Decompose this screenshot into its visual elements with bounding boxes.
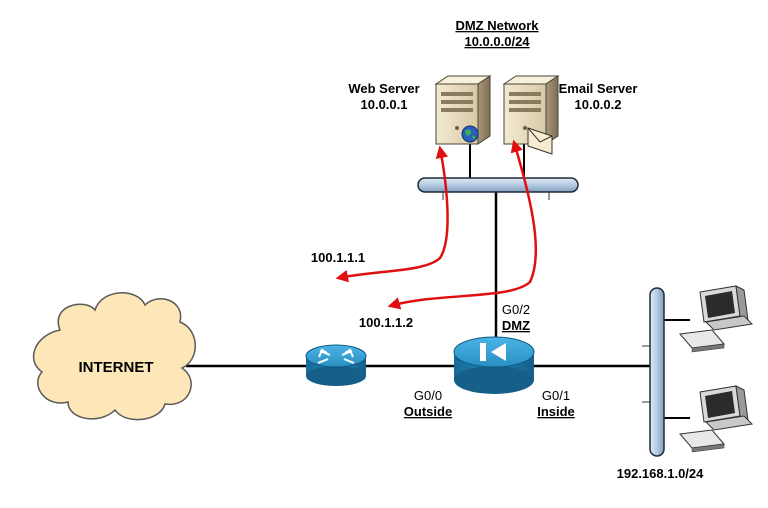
inside-subnet: 192.168.1.0/24 (617, 466, 705, 481)
inside-port: G0/1 (542, 388, 570, 403)
outside-zone: Outside (404, 404, 452, 419)
pc-icon (679, 285, 754, 353)
pc-icon (679, 385, 754, 453)
external-host-1: 100.1.1.1 (311, 250, 365, 265)
internet-label: INTERNET (79, 359, 154, 376)
firewall-icon (453, 336, 535, 394)
outside-port: G0/0 (414, 388, 442, 403)
email-server-ip: 10.0.0.2 (575, 97, 622, 112)
email-server-name: Email Server (559, 81, 638, 96)
server-icon (502, 75, 560, 145)
cloud-icon (32, 292, 196, 421)
web-server-ip: 10.0.0.1 (361, 97, 408, 112)
globe-icon (461, 125, 479, 143)
envelope-icon (527, 127, 553, 155)
router-icon (305, 344, 367, 386)
web-server-name: Web Server (348, 81, 419, 96)
dmz-bus (417, 177, 579, 200)
inside-zone: Inside (537, 404, 575, 419)
dmz-title: DMZ Network (455, 18, 539, 33)
dmz-heading: DMZ Network 10.0.0.0/24 (455, 18, 539, 49)
external-host-2: 100.1.1.2 (359, 315, 413, 330)
dmz-zone: DMZ (502, 318, 530, 333)
server-icon (434, 75, 492, 145)
traffic-flows (335, 139, 538, 310)
flow-arrow-email (387, 139, 538, 310)
inside-bus (642, 287, 665, 457)
dmz-subnet: 10.0.0.0/24 (464, 34, 530, 49)
dmz-port: G0/2 (502, 302, 530, 317)
